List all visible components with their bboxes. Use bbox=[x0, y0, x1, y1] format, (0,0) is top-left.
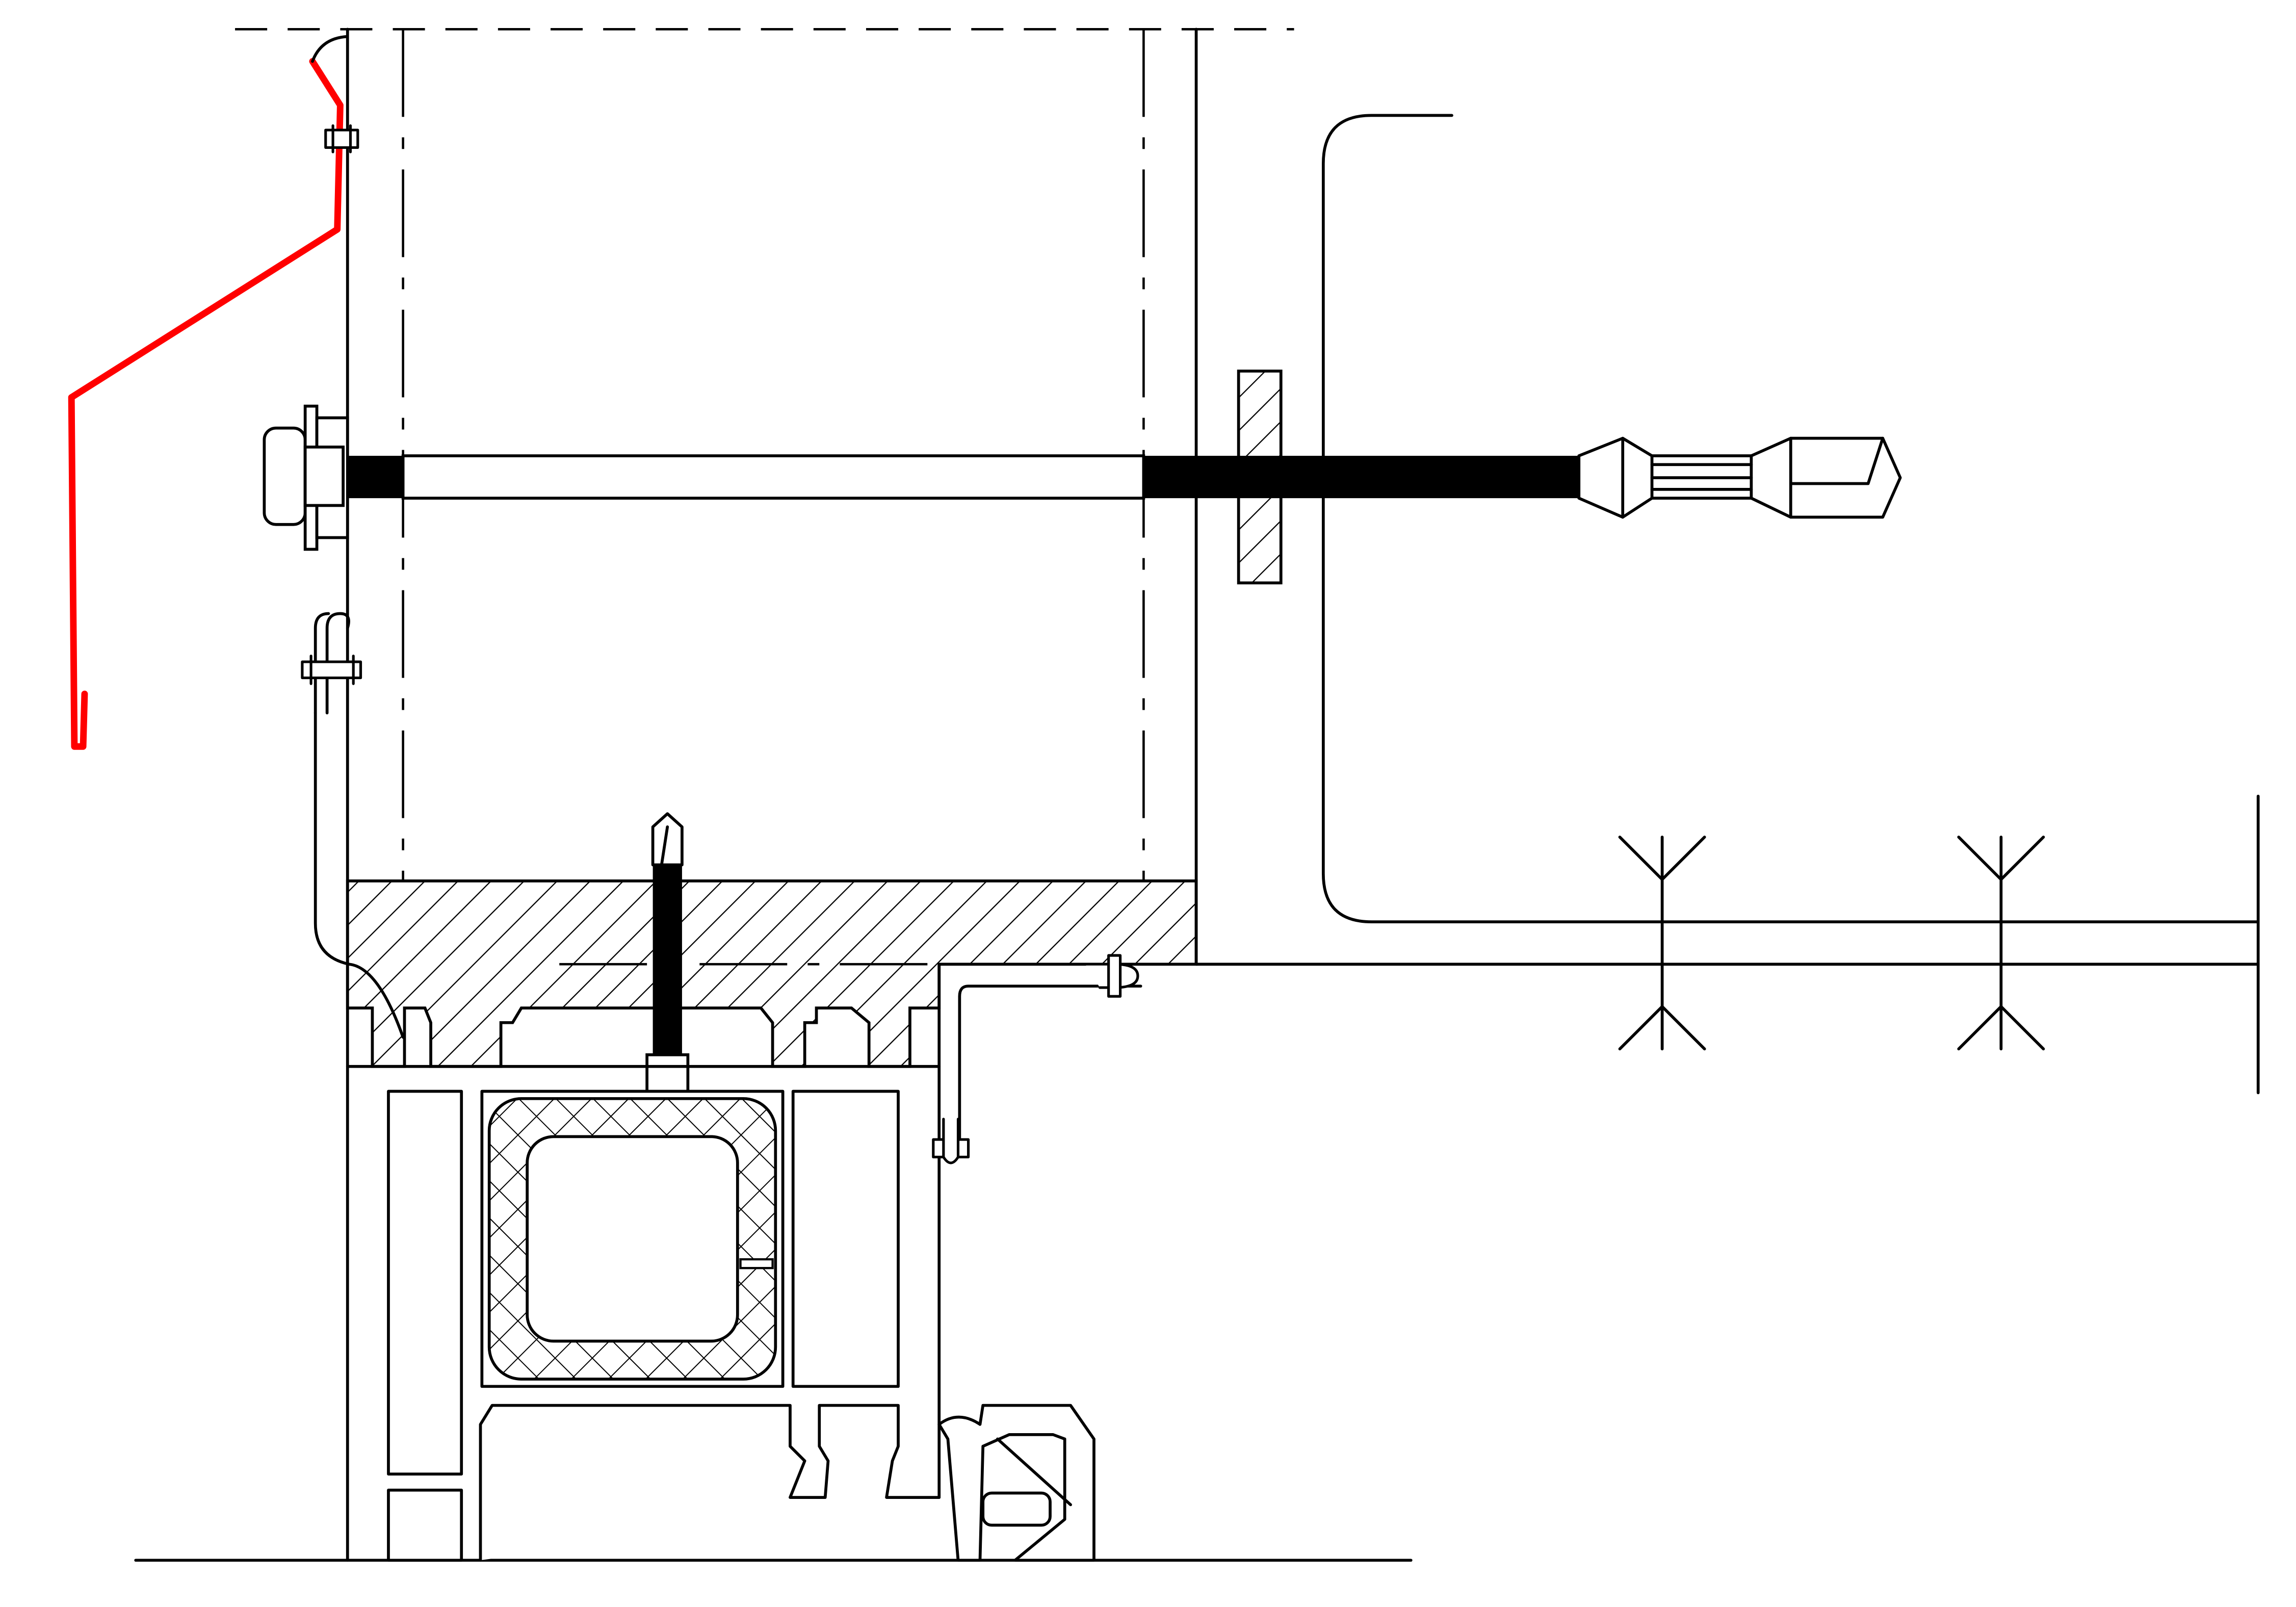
hatched-sill bbox=[346, 879, 1198, 1068]
glazing-bead bbox=[937, 1404, 1095, 1562]
steel-reinforcement-tube bbox=[487, 1097, 777, 1381]
flashing-top-hook bbox=[311, 35, 349, 63]
insulation-symbols bbox=[1618, 836, 2045, 1051]
clip-fastener-top bbox=[324, 124, 359, 153]
clip-fastener-lower bbox=[932, 1118, 970, 1164]
left-trim-profile bbox=[314, 612, 405, 1039]
clip-fastener-mid bbox=[301, 655, 362, 685]
clip-fastener-right bbox=[1084, 954, 1139, 998]
frame-anchor-bolt bbox=[263, 404, 1902, 551]
packing-block bbox=[1237, 369, 1283, 585]
wall-outline bbox=[1321, 114, 2260, 923]
left-trim-profile-outer bbox=[314, 612, 330, 715]
red-flashing bbox=[68, 58, 344, 750]
right-trim-profile bbox=[958, 984, 1142, 1141]
